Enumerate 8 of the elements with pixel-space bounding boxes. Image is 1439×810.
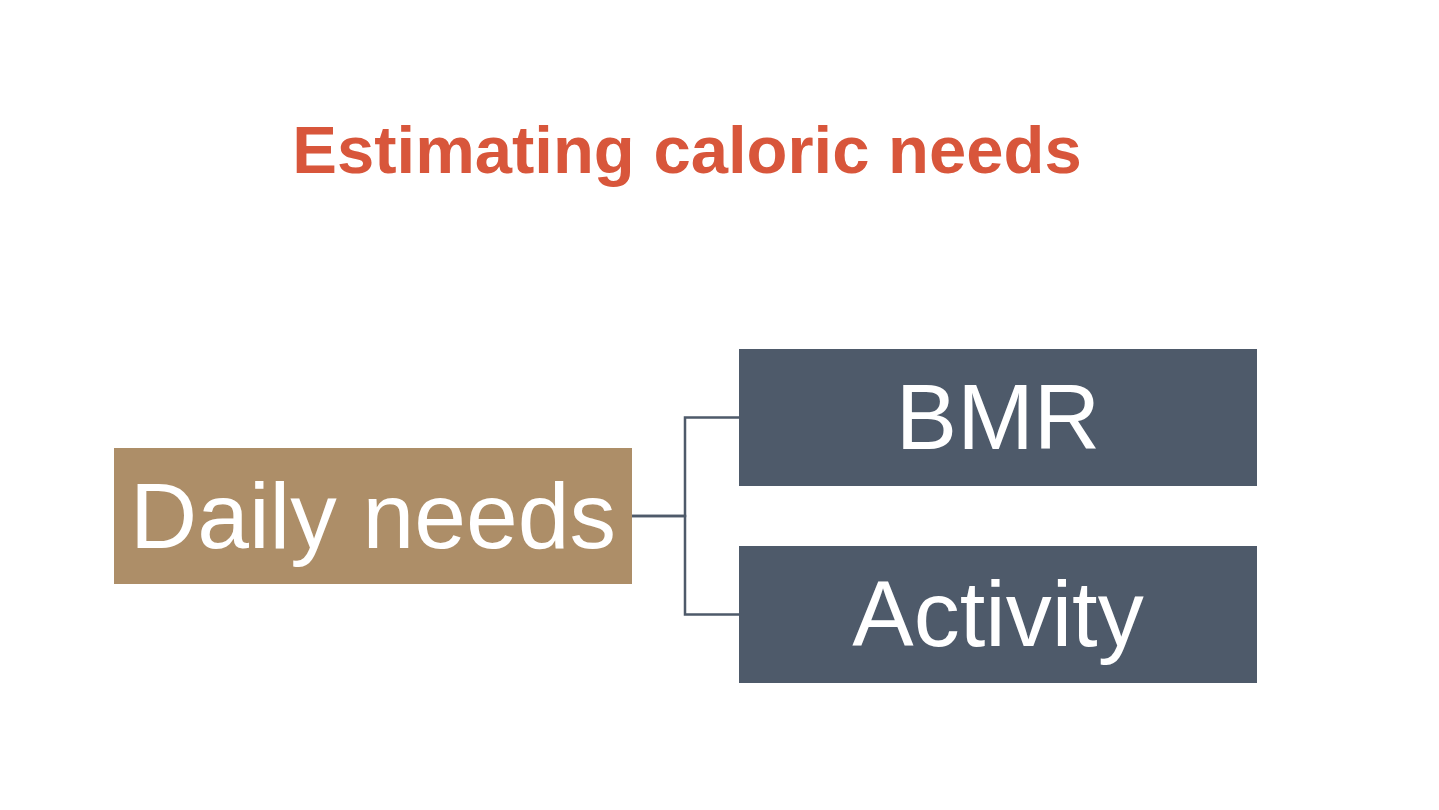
category-box [114, 448, 632, 584]
connector-line [632, 514, 739, 616]
node-label: Activity [852, 563, 1144, 666]
node-label: Daily needs [130, 464, 616, 568]
node-label: BMR [895, 366, 1101, 469]
component-box [739, 546, 1257, 683]
diagram-title: Estimating caloric needs [292, 112, 1082, 188]
component-box [739, 349, 1257, 486]
